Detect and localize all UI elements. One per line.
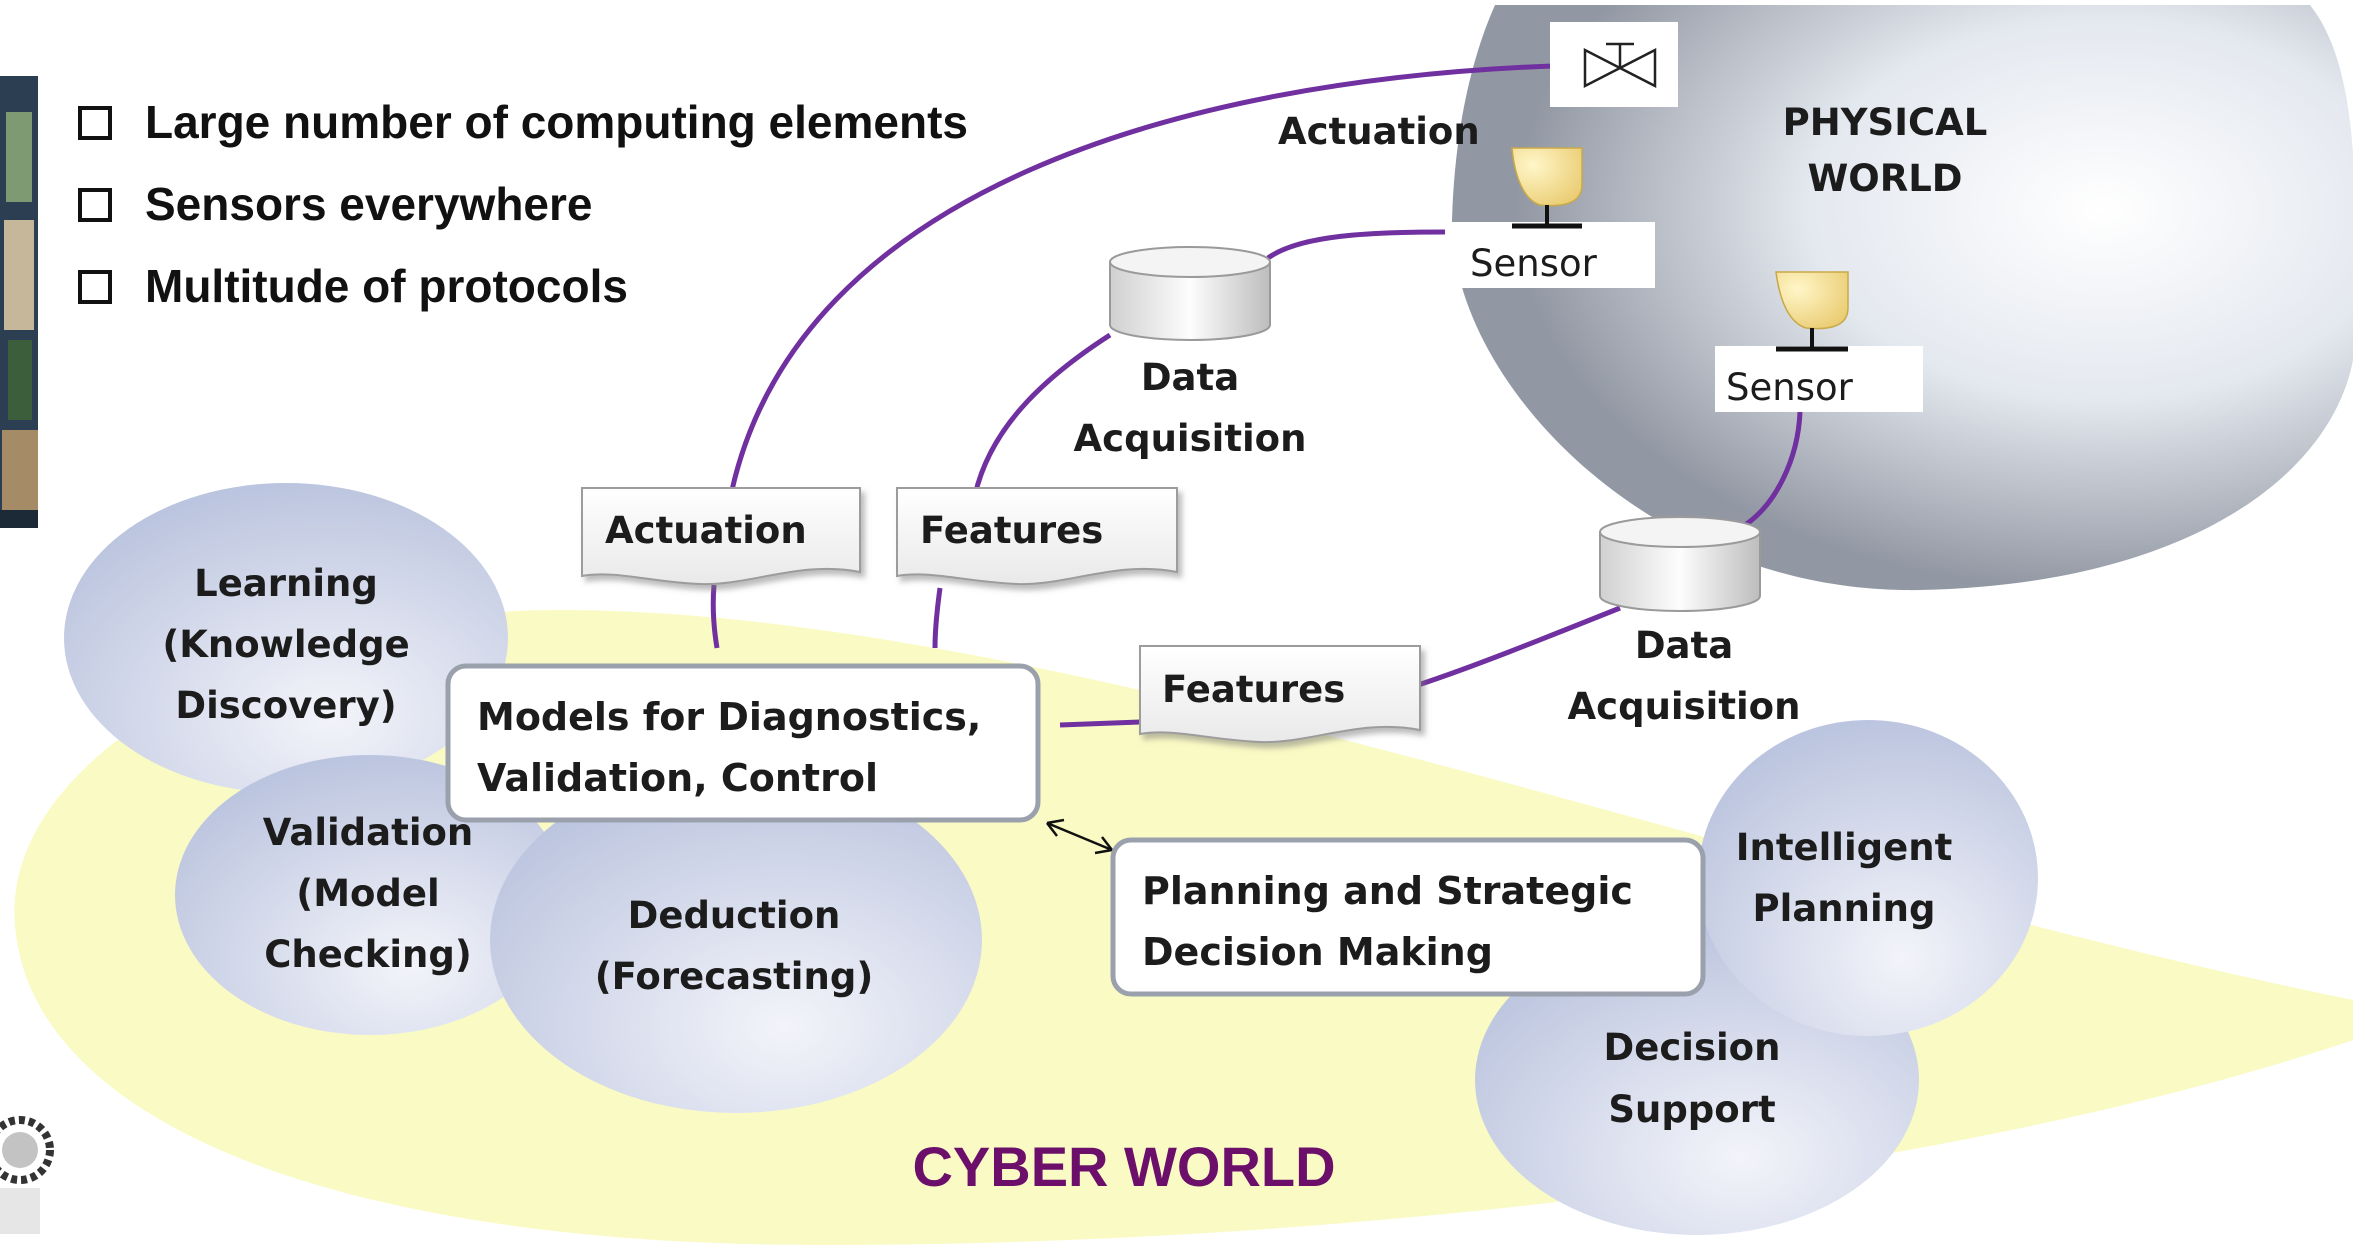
- sensor-1: Sensor: [1445, 147, 1655, 288]
- learning-ellipse: [64, 483, 508, 793]
- deduction-label-1: Deduction: [628, 894, 841, 937]
- data-acquisition-2-line2: Acquisition: [1568, 685, 1801, 728]
- decision-support-label-1: Decision: [1604, 1026, 1781, 1069]
- sensor-1-dish-icon: [1511, 147, 1583, 207]
- physical-world-label-2: WORLD: [1807, 157, 1962, 200]
- data-acquisition-1-line2: Acquisition: [1074, 417, 1307, 460]
- bullet-checkbox-2: [78, 188, 112, 222]
- data-store-2-icon: [1599, 516, 1761, 612]
- physical-world-label-1: PHYSICAL: [1783, 101, 1988, 144]
- cylinder-2-to-features: [1417, 605, 1621, 688]
- sensor-2-to-cylinder-2: [1743, 411, 1803, 528]
- features-flag-2-label: Features: [1162, 668, 1345, 711]
- data-acquisition-1-line1: Data: [1141, 356, 1239, 399]
- bullet-item-3: Multitude of protocols: [145, 260, 628, 312]
- features-flag-1-label: Features: [920, 509, 1103, 552]
- institute-logo: [0, 1116, 54, 1234]
- intelligent-planning-label-1: Intelligent: [1736, 826, 1953, 869]
- actuation-label: Actuation: [1278, 110, 1480, 153]
- sensor-1-label: Sensor: [1470, 242, 1598, 285]
- features-flag-to-models: [932, 587, 943, 649]
- features-flag-1: [896, 487, 1178, 586]
- learning-label-2: (Knowledge: [162, 623, 409, 666]
- models-planning-arrow: [1046, 818, 1113, 855]
- learning-label-3: Discovery): [175, 684, 396, 727]
- bullet-checkbox-1: [78, 106, 112, 140]
- bullet-item-1: Large number of computing elements: [145, 96, 968, 148]
- validation-ellipse: [175, 755, 565, 1035]
- cylinder-1-to-features: [972, 332, 1112, 496]
- deduction-label-2: (Forecasting): [595, 955, 873, 998]
- planning-box: [1110, 837, 1706, 997]
- data-acquisition-2-line1: Data: [1635, 624, 1733, 667]
- bullet-list: Large number of computing elements Senso…: [78, 96, 968, 312]
- planning-box-line2: Decision Making: [1142, 930, 1493, 974]
- intelligent-planning-ellipse: [1698, 720, 2038, 1036]
- cyber-world-label: CYBER WORLD: [912, 1135, 1335, 1198]
- actuation-flag-label: Actuation: [605, 509, 807, 552]
- sensor-to-cylinder-1: [1266, 229, 1446, 261]
- deduction-ellipse: [490, 767, 982, 1113]
- data-store-1-icon: [1109, 246, 1271, 341]
- models-box-line2: Validation, Control: [477, 756, 878, 800]
- validation-label-3: Checking): [264, 933, 472, 976]
- sensor-2: Sensor: [1715, 271, 1923, 412]
- valve-icon: [1550, 22, 1678, 107]
- features-to-models: [1059, 719, 1141, 728]
- validation-label-2: (Model: [296, 872, 439, 915]
- campus-photo: [0, 76, 38, 528]
- sensor-2-label: Sensor: [1726, 366, 1854, 409]
- features-flag-2: [1139, 645, 1421, 744]
- planning-box-line1: Planning and Strategic: [1142, 869, 1633, 913]
- validation-label-1: Validation: [263, 811, 474, 854]
- models-box-line1: Models for Diagnostics,: [477, 695, 981, 739]
- bullet-item-2: Sensors everywhere: [145, 178, 593, 230]
- actuation-flag: [581, 487, 861, 586]
- physical-world-region: [1451, 5, 2353, 591]
- actuation-flag-to-models: [710, 584, 720, 649]
- connector-lines: [710, 63, 1803, 728]
- sensor-2-label-box: [1715, 346, 1923, 412]
- models-box: [445, 663, 1041, 823]
- learning-label-1: Learning: [194, 562, 378, 605]
- decision-support-label-2: Support: [1608, 1088, 1775, 1131]
- sensor-2-dish-icon: [1775, 271, 1849, 330]
- bullet-checkbox-3: [78, 270, 112, 304]
- actuation-arc: [729, 63, 1553, 491]
- intelligent-planning-label-2: Planning: [1753, 887, 1936, 930]
- sensor-1-label-box: [1445, 222, 1655, 288]
